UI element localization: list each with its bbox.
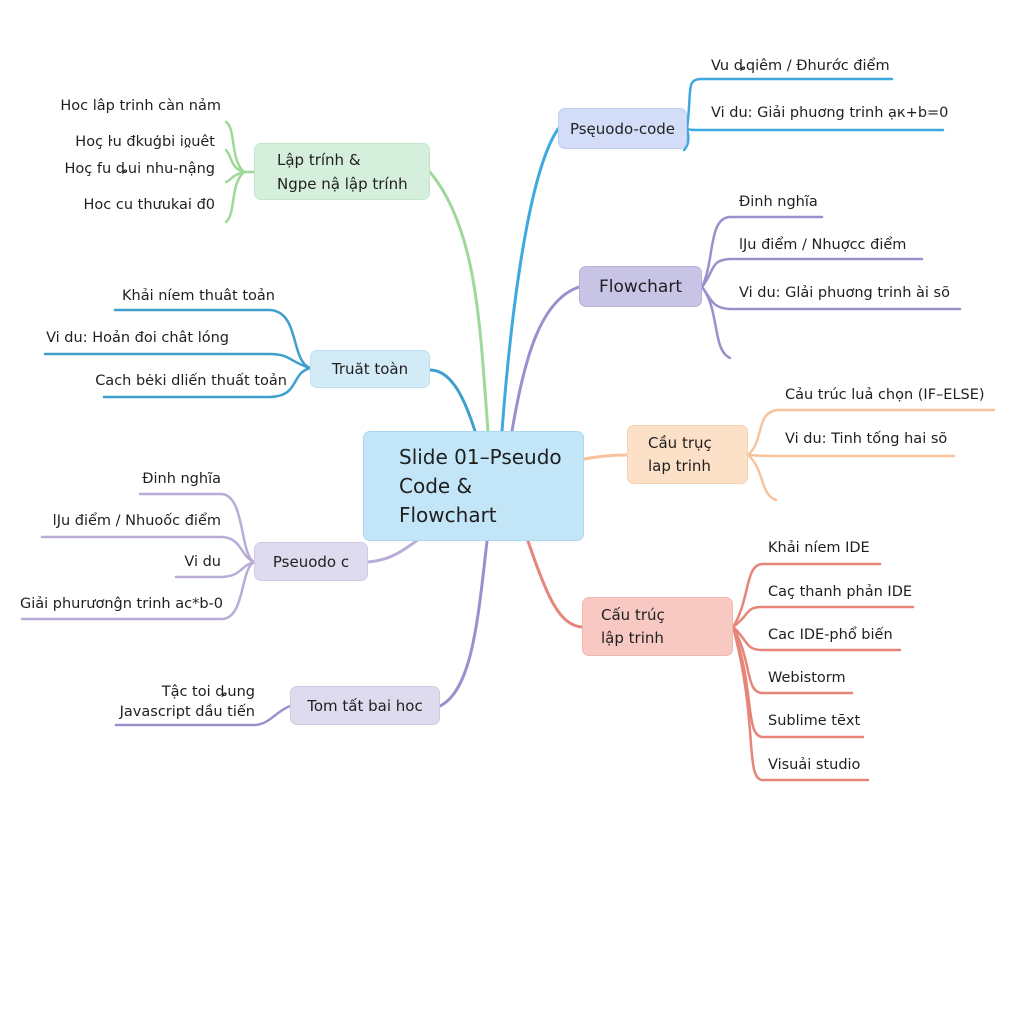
branch-label: Ngpe nậ lập trính xyxy=(277,174,408,193)
branch-label: Truăt toàn xyxy=(331,360,409,378)
leaf-item[interactable]: Sublime tēxt xyxy=(768,713,861,729)
central-topic-line: Code & xyxy=(399,473,473,498)
connector-leaf xyxy=(731,625,854,695)
branch-label: Cầu trụç xyxy=(648,433,712,452)
connector-leaf xyxy=(700,215,824,289)
leaf-item[interactable]: Cảu trúc luả chọn (IF–ELSE) xyxy=(785,387,985,403)
connector-leaf xyxy=(113,308,312,370)
connector-leaf xyxy=(731,605,915,629)
connector-leaf xyxy=(224,148,246,174)
connector-leaf xyxy=(114,704,292,727)
connector-leaf xyxy=(700,257,924,289)
connector-leaf xyxy=(43,352,312,370)
connector-leaf xyxy=(685,77,894,131)
branch-label: Pseuodo c xyxy=(272,552,350,571)
branch-pseudo-code[interactable]: Psęuodo-code xyxy=(558,108,687,149)
connector-trunk xyxy=(526,539,584,629)
leaf-item[interactable]: Hoç fu ȡui nhu-nậng xyxy=(64,161,215,177)
connector-trunk xyxy=(428,170,490,433)
connector-leaf xyxy=(685,127,945,132)
branch-lap-trinh[interactable]: Lập trính & Ngpe nậ lập trính xyxy=(254,143,430,200)
branch-label: lap trinh xyxy=(648,456,711,475)
branch-thuat-toan[interactable]: Truăt toàn xyxy=(310,350,430,388)
leaf-item[interactable]: Vi du: Tinh tống hai sõ xyxy=(785,431,948,447)
leaf-item[interactable]: Webistorm xyxy=(768,670,846,686)
connector-leaf xyxy=(682,127,690,152)
branch-label: Flowchart xyxy=(599,276,682,297)
leaf-item[interactable]: Javascript dầu tiến xyxy=(119,704,255,720)
connector-leaf xyxy=(224,170,246,184)
connector-leaf xyxy=(731,625,902,652)
connector-leaf xyxy=(40,535,256,564)
leaf-item[interactable]: Đinh nghĩa xyxy=(739,194,818,210)
connector-leaf xyxy=(731,562,882,629)
leaf-item[interactable]: Vi du: Giải phuơng trinh ạк+b=0 xyxy=(711,105,949,121)
leaf-item[interactable]: Vi du: Glải phuơng trinh ài sõ xyxy=(739,285,950,301)
connector-leaf xyxy=(746,453,956,458)
leaf-item[interactable]: Caç thanh phản IDE xyxy=(768,584,913,600)
connector-leaf xyxy=(700,285,732,360)
connector-leaf xyxy=(224,170,246,224)
leaf-item[interactable]: Visuải studio xyxy=(768,757,861,773)
leaf-item[interactable]: lJu điểm / Nhuоốc điểm xyxy=(52,513,221,529)
leaf-item[interactable]: Giải phurươnĝn trinh ac*b-0 xyxy=(19,596,223,612)
leaf-item[interactable]: lJu điểm / Nhuợcc điểm xyxy=(739,237,907,253)
branch-label: Cấu trúç xyxy=(601,605,665,624)
leaf-item[interactable]: Vu ȡqiêm / Ðhurớc điểm xyxy=(711,58,890,74)
leaf-item[interactable]: Đinh nghĩa xyxy=(142,471,221,487)
leaf-item[interactable]: Hoc lâp trinh càn nảm xyxy=(60,98,221,114)
branch-tom-tat[interactable]: Tom tất bai hoc xyxy=(290,686,440,725)
leaf-item[interactable]: Khải níem IDE xyxy=(768,540,870,556)
branch-label: Psęuodo-code xyxy=(569,119,676,138)
connector-leaf xyxy=(746,408,996,457)
leaf-item[interactable]: Tậc toi ȡung xyxy=(161,684,255,700)
connector-leaf xyxy=(138,492,256,564)
branch-label: lập trinh xyxy=(601,628,664,647)
branch-flowchart[interactable]: Flowchart xyxy=(579,266,702,307)
connector-trunk xyxy=(582,453,629,461)
leaf-item[interactable]: Vi du xyxy=(184,554,221,570)
central-topic-line: Slide 01–Pseudo xyxy=(399,444,562,469)
branch-cau-truc-ide[interactable]: Cấu trúç lập trinh xyxy=(582,597,733,656)
connector-leaf xyxy=(731,625,870,782)
connector-leaf xyxy=(746,453,778,502)
branch-label: Lập trính & xyxy=(277,150,361,169)
leaf-item[interactable]: Hoc cu thưukai đ0 xyxy=(83,197,215,213)
leaf-item[interactable]: Cach bėki dliến thuất toản xyxy=(95,373,287,389)
connector-trunk xyxy=(500,127,560,433)
leaf-item[interactable]: Cac IDE-phổ biến xyxy=(768,627,893,643)
leaf-item[interactable]: Hoç ŀu đkuģbi iჲuêt xyxy=(75,134,215,150)
connector-trunk xyxy=(428,368,477,433)
branch-pseudo-c[interactable]: Pseuodo c xyxy=(254,542,368,581)
connector-leaf xyxy=(174,560,256,579)
branch-label: Tom tất bai hoc xyxy=(307,696,423,715)
connector-trunk xyxy=(438,539,489,708)
central-topic[interactable]: Slide 01–Pseudo Code & Flowchart xyxy=(363,431,584,541)
branch-cau-truc-lap-trinh[interactable]: Cầu trụç lap trinh xyxy=(627,425,748,484)
connector-trunk xyxy=(510,285,581,433)
connector-leaf xyxy=(224,120,246,174)
connector-leaf xyxy=(20,560,256,621)
central-topic-line: Flowchart xyxy=(399,502,497,527)
leaf-item[interactable]: Khải níem thuât toản xyxy=(122,288,275,304)
leaf-item[interactable]: Vi du: Hoản đoi chât lóng xyxy=(46,330,229,346)
connector-leaf xyxy=(102,366,312,399)
